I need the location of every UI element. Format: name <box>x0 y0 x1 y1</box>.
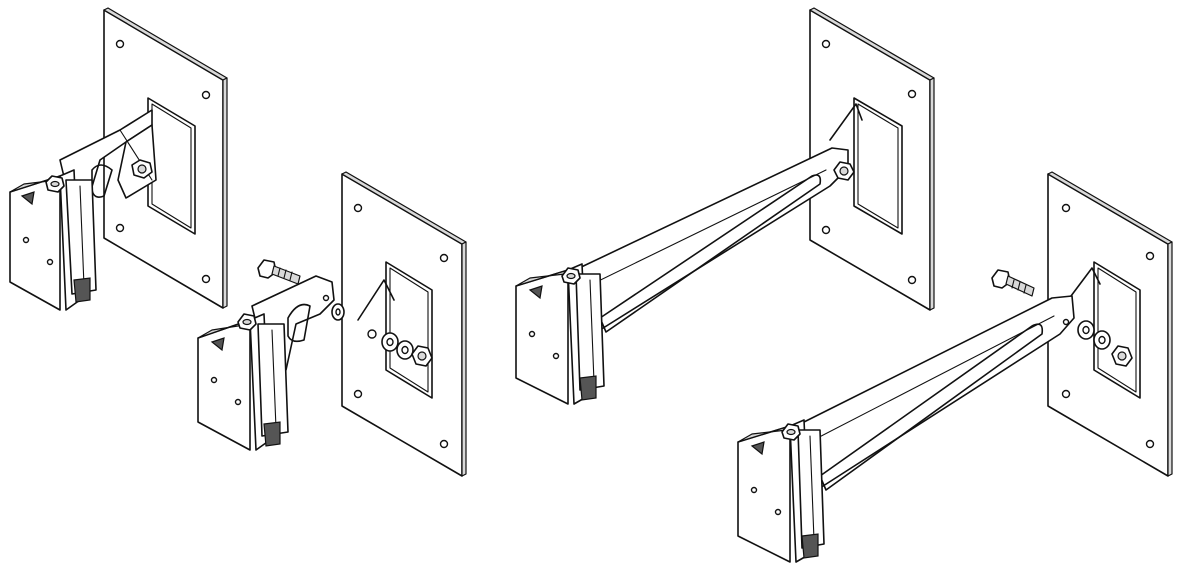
bolt-icon <box>237 313 257 331</box>
mounting-hole <box>1145 251 1155 261</box>
washer-icon <box>1077 320 1095 340</box>
bracket-arm <box>574 147 849 373</box>
mounting-hole <box>907 89 917 99</box>
washer-icon <box>381 332 399 352</box>
bolt-icon <box>781 423 801 441</box>
short-bracket-assembled <box>9 7 228 311</box>
lock-washer-icon <box>1093 330 1111 350</box>
hex-nut-icon <box>131 159 153 179</box>
mounting-hole <box>1061 389 1071 399</box>
speaker-clamp <box>9 169 97 311</box>
mounting-hole <box>115 223 125 233</box>
bolt-icon <box>45 175 65 193</box>
hex-nut-icon <box>1111 345 1133 367</box>
bolt-icon <box>257 259 301 285</box>
bolt-icon <box>991 269 1035 297</box>
lock-washer-icon <box>396 340 414 360</box>
mounting-hole <box>353 389 363 399</box>
wall-plate <box>341 171 467 477</box>
mounting-hole <box>821 225 831 235</box>
speaker-clamp <box>515 263 605 405</box>
mounting-hole <box>1145 439 1155 449</box>
wall-plate <box>1047 171 1173 477</box>
wall-plate <box>103 7 228 309</box>
mounting-hole <box>353 203 363 213</box>
speaker-clamp <box>197 313 289 451</box>
bolt-icon <box>561 267 581 285</box>
mounting-hole <box>439 253 449 263</box>
washer-icon <box>331 303 345 321</box>
mounting-hole <box>115 39 125 49</box>
mounting-hole <box>821 39 831 49</box>
short-bracket-exploded <box>197 171 467 477</box>
mounting-hole <box>439 439 449 449</box>
mounting-hole <box>201 274 211 284</box>
mounting-hole <box>907 275 917 285</box>
bracket-arm <box>791 295 1075 531</box>
mounting-hole <box>201 90 211 100</box>
hex-nut-icon <box>833 161 855 181</box>
wall-plate <box>809 7 935 311</box>
long-bracket-assembled <box>515 7 935 405</box>
mounting-hole <box>1061 203 1071 213</box>
hex-nut-icon <box>411 345 433 367</box>
speaker-clamp <box>737 419 825 563</box>
long-bracket-exploded <box>737 171 1173 563</box>
